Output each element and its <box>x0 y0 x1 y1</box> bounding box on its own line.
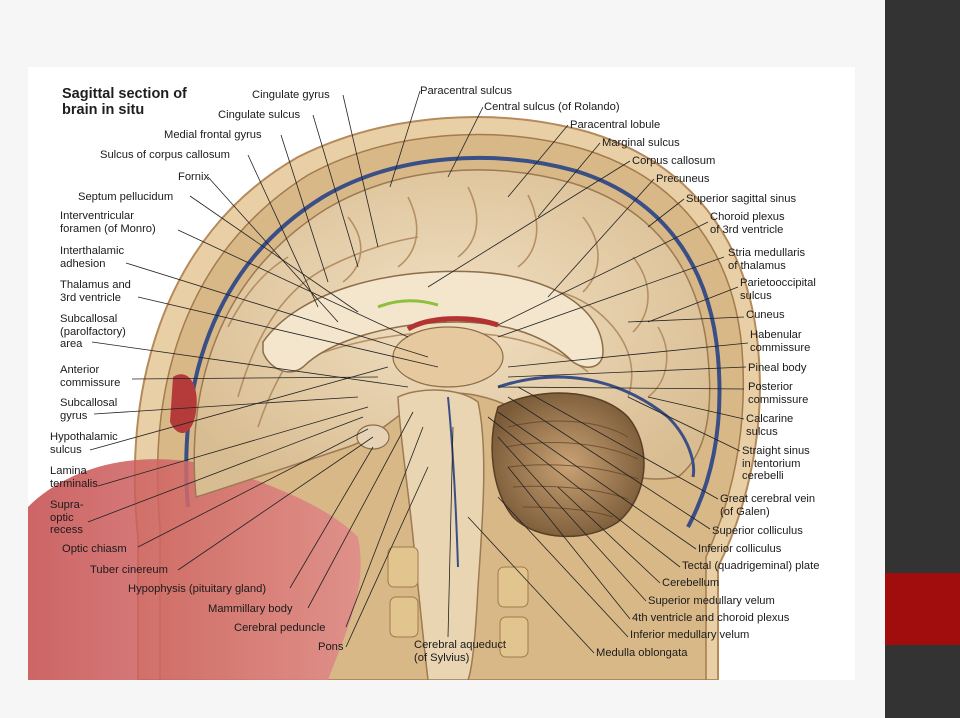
label-optic-chiasm: Optic chiasm <box>62 543 127 555</box>
label-subcallosal-gyrus: Subcallosal gyrus <box>60 397 118 422</box>
brain-illustration <box>28 90 761 680</box>
label-4th-ventricle: 4th ventricle and choroid plexus <box>632 612 790 624</box>
label-precuneus: Precuneus <box>656 173 710 185</box>
thalamus <box>392 326 504 388</box>
label-pineal-body: Pineal body <box>748 362 807 374</box>
label-cingulate-sulcus: Cingulate sulcus <box>218 109 301 121</box>
anatomy-plate: Sagittal section of brain in situ Cingul… <box>28 67 855 680</box>
label-great-cerebral-vein: Great cerebral vein (of Galen) <box>720 493 816 518</box>
label-choroid-plexus-3rd: Choroid plexus of 3rd ventricle <box>710 211 785 236</box>
label-thalamus-3rd-ventricle: Thalamus and 3rd ventricle <box>60 279 131 304</box>
label-corpus-callosum: Corpus callosum <box>632 155 716 167</box>
label-cingulate-gyrus: Cingulate gyrus <box>252 89 330 101</box>
label-medulla-oblongata: Medulla oblongata <box>596 647 688 659</box>
label-habenular-commissure: Habenular commissure <box>750 329 811 354</box>
label-interthalamic-adhesion: Interthalamic adhesion <box>60 245 125 270</box>
label-paracentral-lobule: Paracentral lobule <box>570 119 661 131</box>
label-superior-colliculus: Superior colliculus <box>712 525 803 537</box>
label-supraoptic-recess: Supra- optic recess <box>50 499 84 537</box>
title-line-1: Sagittal section of <box>62 86 187 102</box>
label-stria-medullaris: Stria medullaris of thalamus <box>728 247 806 272</box>
label-lamina-terminalis: Lamina terminalis <box>50 465 98 490</box>
label-cuneus: Cuneus <box>746 309 785 321</box>
label-cerebral-aqueduct: Cerebral aqueduct (of Sylvius) <box>414 639 507 664</box>
label-septum-pellucidum: Septum pellucidum <box>78 191 174 203</box>
frontal-sinus <box>170 374 197 434</box>
cerebellum <box>491 392 645 538</box>
label-anterior-commissure: Anterior commissure <box>60 364 121 389</box>
label-superior-sagittal-sinus: Superior sagittal sinus <box>686 193 797 205</box>
title-line-2: brain in situ <box>62 102 145 118</box>
label-medial-frontal-gyrus: Medial frontal gyrus <box>164 129 262 141</box>
label-cerebellum: Cerebellum <box>662 577 720 589</box>
label-posterior-commissure: Posterior commissure <box>748 381 809 406</box>
label-cerebral-peduncle: Cerebral peduncle <box>234 622 326 634</box>
brainstem <box>397 389 485 680</box>
aqueduct <box>447 396 459 568</box>
label-tuber-cinereum: Tuber cinereum <box>90 564 168 576</box>
label-calcarine-sulcus: Calcarine sulcus <box>746 413 794 438</box>
label-paracentral-sulcus: Paracentral sulcus <box>420 85 513 97</box>
label-marginal-sulcus: Marginal sulcus <box>602 137 680 149</box>
choroid-plexus <box>406 316 499 332</box>
label-parietooccipital-sulcus: Parietooccipital sulcus <box>740 277 816 302</box>
label-pons: Pons <box>318 641 344 653</box>
cerebellar-folia <box>505 420 639 518</box>
label-inferior-colliculus: Inferior colliculus <box>698 543 782 555</box>
label-tectal-plate: Tectal (quadrigeminal) plate <box>682 560 820 572</box>
slide-accent-block <box>885 573 960 645</box>
label-inferior-medullary-velum: Inferior medullary velum <box>630 629 750 641</box>
spine <box>387 546 529 658</box>
diagram-title: Sagittal section of brain in situ <box>62 86 187 118</box>
label-hypophysis: Hypophysis (pituitary gland) <box>128 583 267 595</box>
label-mammillary-body: Mammillary body <box>208 603 293 615</box>
label-hypothalamic-sulcus: Hypothalamic sulcus <box>50 431 118 456</box>
fornix-green <box>377 299 439 309</box>
label-fornix: Fornix <box>178 171 210 183</box>
tentorium <box>497 375 696 478</box>
label-central-sulcus: Central sulcus (of Rolando) <box>484 101 620 113</box>
label-interventricular-foramen: Interventricular foramen (of Monro) <box>60 210 156 235</box>
label-sulcus-corpus-callosum: Sulcus of corpus callosum <box>100 149 230 161</box>
leader-lines <box>87 90 749 654</box>
label-subcallosal-area: Subcallosal (parolfactory) area <box>60 313 126 351</box>
label-superior-medullary-velum: Superior medullary velum <box>648 595 775 607</box>
sagittal-sinus <box>184 156 722 528</box>
nasal-region <box>28 459 361 680</box>
label-straight-sinus: Straight sinus in tentorium cerebelli <box>742 445 810 483</box>
